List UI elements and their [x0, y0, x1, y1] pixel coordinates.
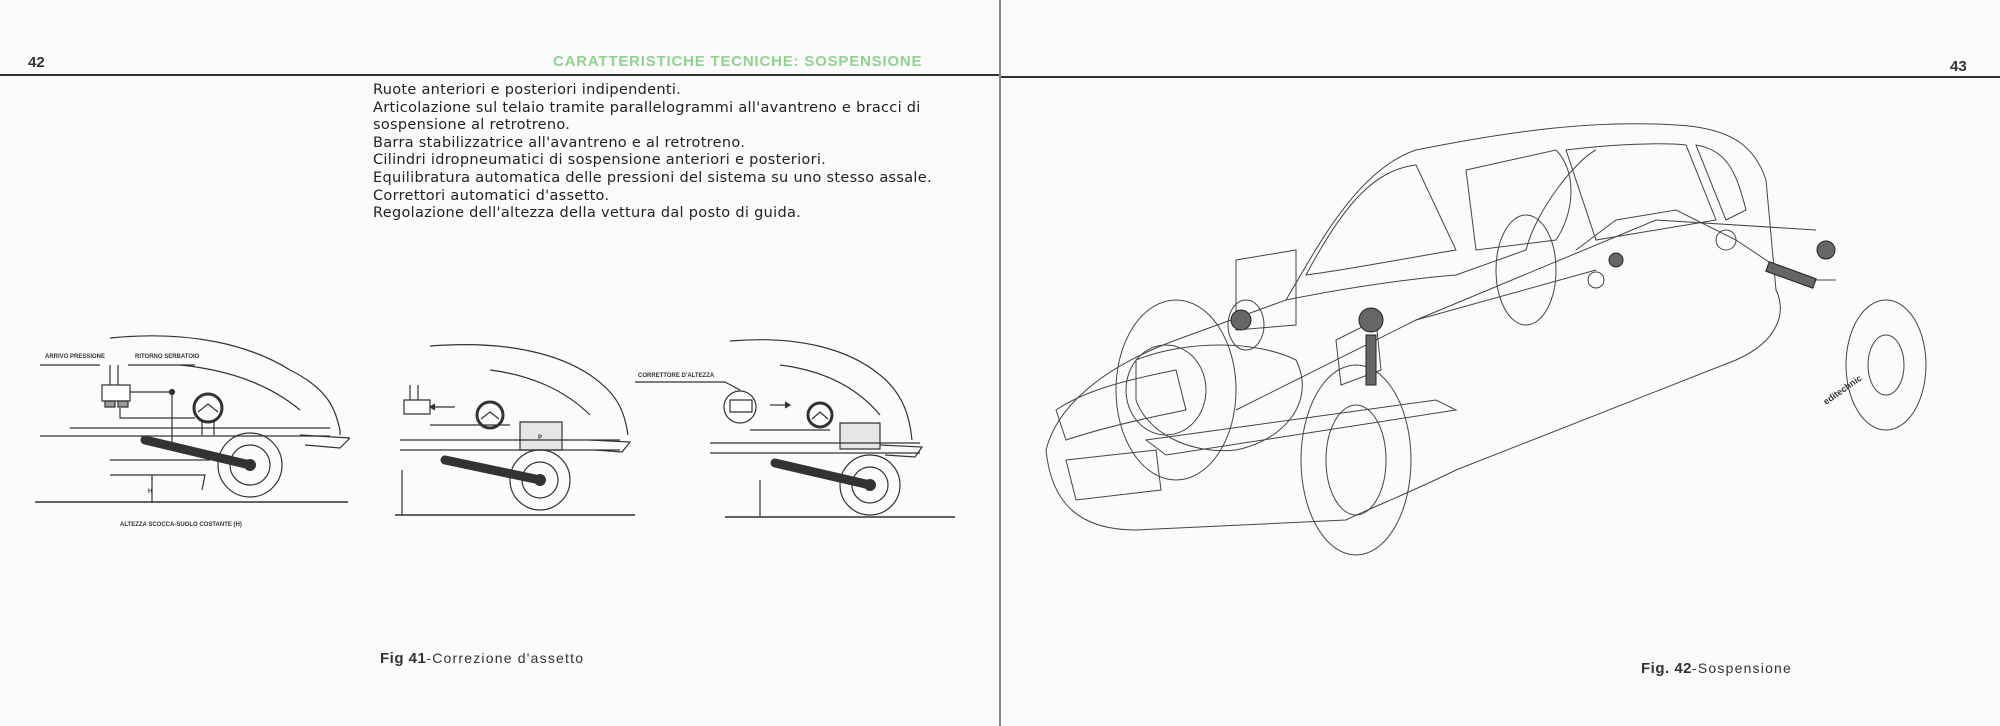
- book-spine: [999, 0, 1001, 726]
- suspension-diagram-normal: ARRIVO PRESSIONE RITORNO SERBATOIO H ALT…: [30, 330, 350, 528]
- spec-line: Regolazione dell'altezza della vettura d…: [373, 205, 802, 222]
- spec-line: sospensione al retrotreno.: [373, 117, 571, 134]
- left-page: 42 CARATTERISTICHE TECNICHE: SOSPENSIONE…: [0, 0, 999, 726]
- header-rule: [1001, 76, 2000, 78]
- spec-line: Equilibratura automatica delle pressioni…: [373, 169, 932, 186]
- front-wheel-left: [1116, 300, 1236, 480]
- figure-caption-text: -Sospensione: [1692, 660, 1793, 676]
- label-arrivo-pressione: ARRIVO PRESSIONE: [45, 354, 105, 360]
- label-altezza-costante: ALTEZZA SCOCCA-SUOLO COSTANTE (H): [120, 522, 242, 528]
- spec-line: Articolazione sul telaio tramite paralle…: [373, 99, 921, 116]
- figure-caption: Fig. 42-Sospensione: [1641, 660, 1792, 677]
- figure-number: Fig. 42: [1641, 660, 1693, 677]
- suspension-sphere-rear: [1817, 241, 1835, 259]
- figure-caption-text: -Correzione d'assetto: [426, 650, 585, 666]
- page-number: 43: [1950, 58, 1967, 75]
- reservoir: [1236, 250, 1296, 330]
- section-header: CARATTERISTICHE TECNICHE: SOSPENSIONE: [553, 53, 923, 70]
- figure-caption: Fig 41-Correzione d'assetto: [380, 650, 584, 667]
- window-line: [180, 365, 300, 410]
- specifications-list: Ruote anteriori e posteriori indipendent…: [373, 82, 932, 223]
- headlight: [1056, 370, 1186, 440]
- label-ritorno-serbatoio: RITORNO SERBATOIO: [135, 354, 200, 360]
- engine: [1136, 345, 1302, 451]
- front-wheel-right: [1301, 365, 1411, 555]
- spec-line: Correttori automatici d'assetto.: [373, 187, 610, 204]
- spec-line: Barra stabilizzatrice all'avantreno e al…: [373, 134, 746, 151]
- side-window-rear: [1566, 144, 1716, 240]
- label-correttore-altezza: CORRETTORE D'ALTEZZA: [638, 373, 715, 379]
- front-crossmember: [1146, 400, 1456, 455]
- windshield: [1306, 165, 1456, 275]
- spec-line: Ruote anteriori e posteriori indipendent…: [373, 82, 682, 98]
- side-window-front: [1466, 150, 1571, 250]
- suspension-diagram-loaded: P: [390, 340, 640, 520]
- watermark: editechnic: [1821, 373, 1863, 407]
- bumper: [300, 430, 350, 448]
- rear-axle: [1576, 210, 1836, 280]
- label-p: P: [538, 435, 542, 441]
- car-body-outline: [1046, 124, 1780, 530]
- label-h: H: [148, 489, 152, 495]
- figure-number: Fig 41: [380, 650, 427, 667]
- suspension-arm: [145, 440, 250, 465]
- suspension-sphere-front: [1359, 308, 1383, 332]
- header-rule: [0, 74, 999, 76]
- suspension-diagram-corrected: CORRETTORE D'ALTEZZA: [630, 335, 960, 525]
- right-page: 43: [1001, 0, 2000, 726]
- body-roof-line: [110, 336, 340, 430]
- page-number: 42: [28, 54, 45, 71]
- grille: [1066, 450, 1161, 500]
- rear-wheel-left: [1496, 215, 1556, 325]
- hydraulic-line: [1236, 220, 1816, 410]
- rear-wheel-right: [1846, 300, 1926, 430]
- car-suspension-illustration: editechnic: [1036, 110, 1986, 630]
- spec-line: Cilindri idropneumatici di sospensione a…: [373, 152, 827, 169]
